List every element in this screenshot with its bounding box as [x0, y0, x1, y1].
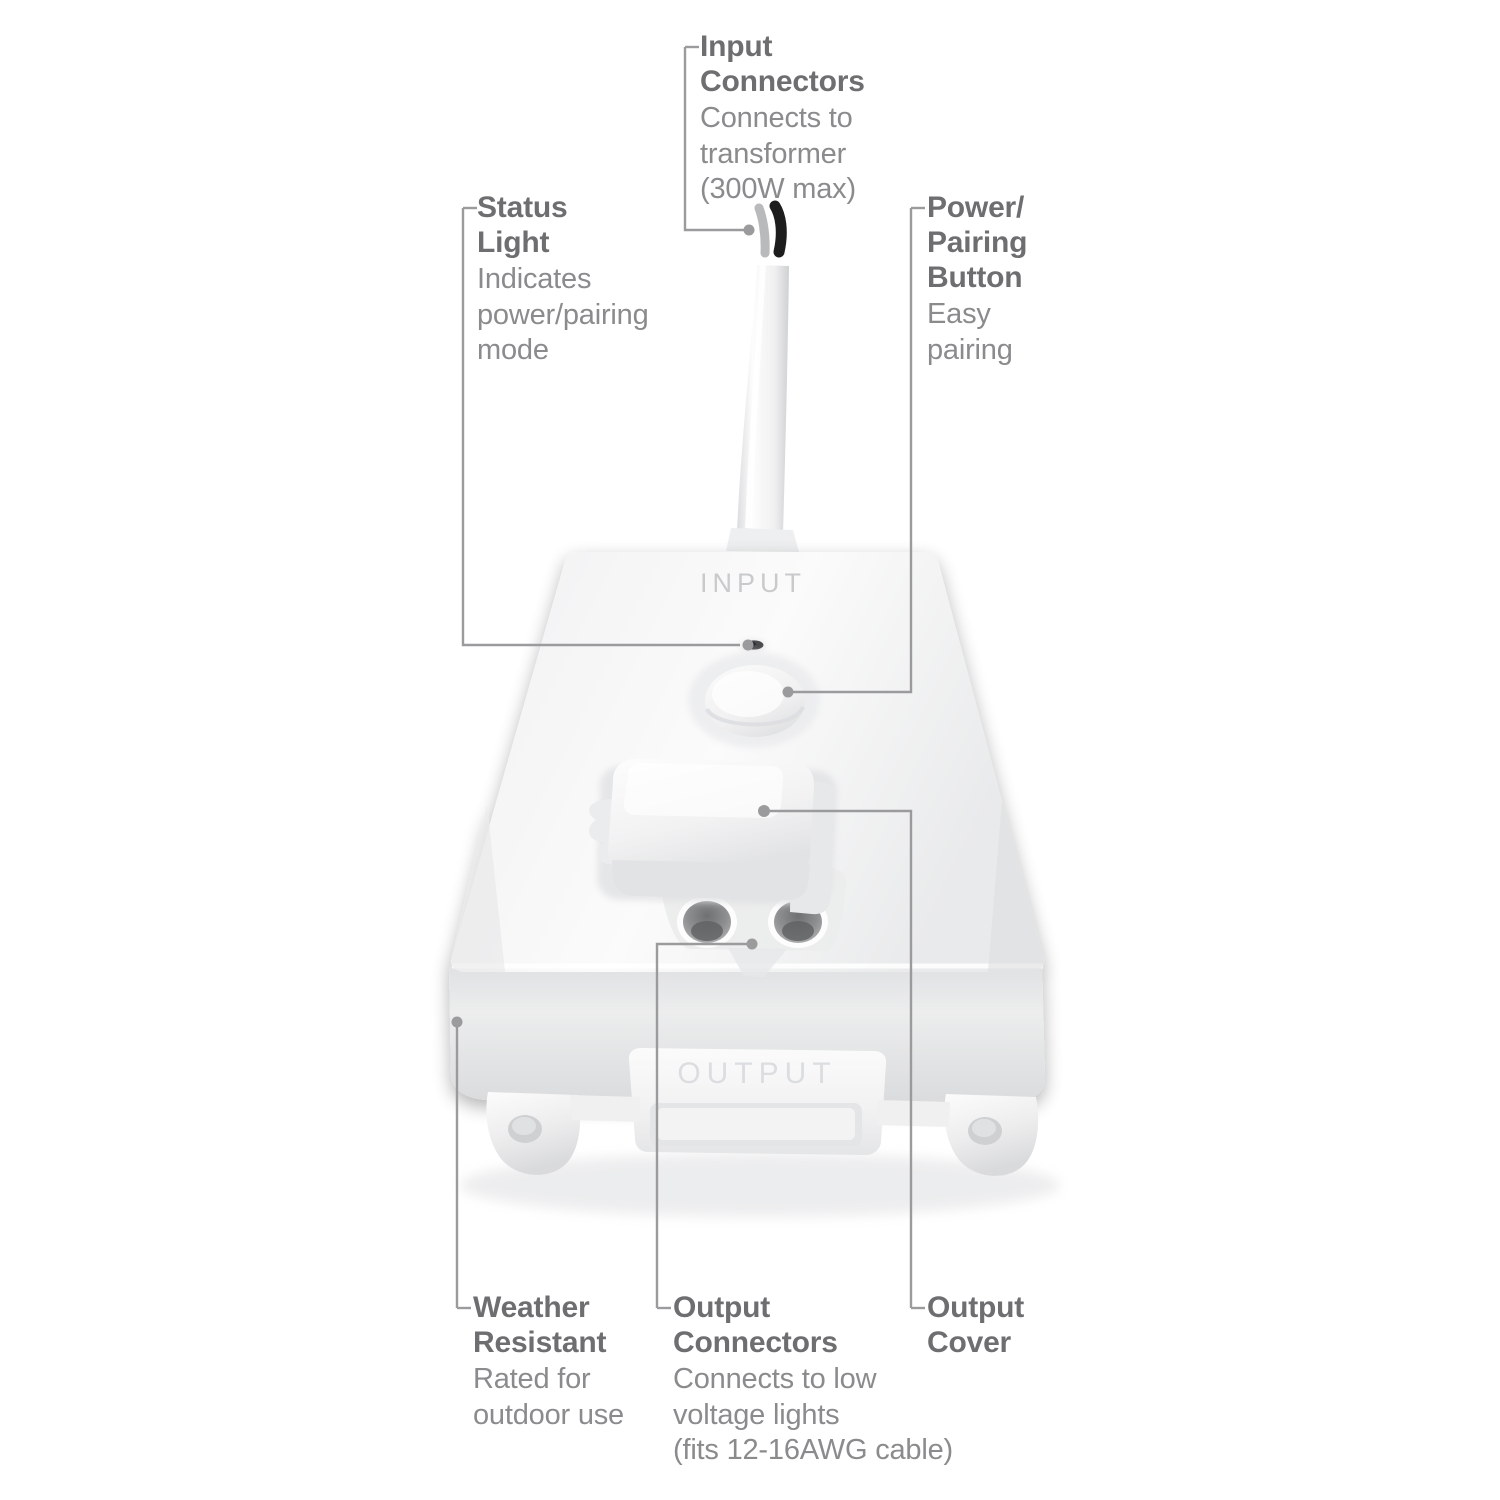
- callout-desc-weather-resistant: Rated for outdoor use: [473, 1363, 624, 1431]
- callout-title-weather-resistant: Weather Resistant: [473, 1291, 607, 1360]
- callout-desc-input-connectors: Connects to transformer (300W max): [700, 102, 856, 205]
- input-wire-hot-lead: [769, 200, 787, 258]
- power-button-shadow-arc: [705, 705, 805, 727]
- callout-weather-resistant: Weather Resistant Rated for outdoor use: [473, 1290, 733, 1433]
- callout-desc-status-light: Indicates power/pairing mode: [477, 263, 649, 366]
- callout-title-output-connectors: Output Connectors: [673, 1291, 838, 1360]
- callout-title-power-pairing-button: Power/ Pairing Button: [927, 191, 1028, 295]
- output-cover-lip: [612, 860, 810, 900]
- callout-title-output-cover: Output Cover: [927, 1291, 1025, 1360]
- callout-desc-power-pairing-button: Easy pairing: [927, 298, 1013, 366]
- enclosure-left-shading: [450, 804, 505, 972]
- output-plate-slot-inner: [657, 1108, 855, 1140]
- callout-output-cover: Output Cover: [927, 1290, 1187, 1362]
- mounting-tab-left: [486, 1092, 581, 1175]
- callout-desc-output-connectors: Connects to low voltage lights (fits 12-…: [673, 1363, 953, 1466]
- tab-bridge-right: [877, 1100, 950, 1127]
- mounting-tab-right: [944, 1094, 1039, 1176]
- callout-output-connectors: Output Connectors Connects to low voltag…: [673, 1290, 973, 1468]
- input-wire-neutral-lead: [754, 203, 770, 258]
- output-cover[interactable]: [589, 759, 838, 915]
- power-button-highlight: [712, 671, 784, 717]
- callout-title-status-light: Status Light: [477, 191, 568, 260]
- tab-bridge-left: [570, 1095, 640, 1122]
- callout-desc-output-cover: [927, 1360, 1187, 1362]
- output-molded-label: OUTPUT: [677, 1057, 836, 1090]
- output-cover-gloss: [623, 763, 784, 819]
- callout-status-light: Status Light Indicates power/pairing mod…: [477, 190, 737, 368]
- input-molded-label: INPUT: [700, 568, 806, 598]
- output-port-left[interactable]: [677, 896, 737, 948]
- status-led: [740, 640, 766, 652]
- callout-input-connectors: Input Connectors Connects to transformer…: [700, 29, 960, 207]
- enclosure-right-shading: [988, 800, 1045, 972]
- input-cable: [726, 200, 799, 552]
- power-pairing-button[interactable]: [688, 652, 820, 748]
- callout-title-input-connectors: Input Connectors: [700, 30, 865, 99]
- cable-highlight: [745, 263, 766, 528]
- cable-strain-relief: [726, 528, 799, 552]
- callout-power-pairing-button: Power/ Pairing Button Easy pairing: [927, 190, 1187, 368]
- output-plate-assembly: OUTPUT: [628, 1048, 887, 1155]
